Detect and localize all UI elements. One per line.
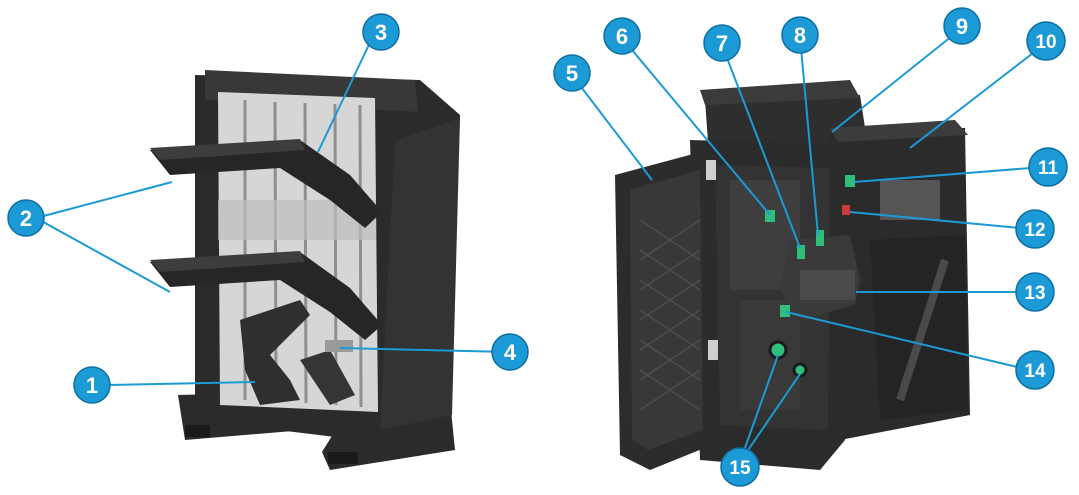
leader-lines <box>35 27 1047 463</box>
release-handle <box>325 340 353 352</box>
knob-green <box>792 362 808 378</box>
jam-cover-plate <box>800 270 855 300</box>
leader-9 <box>831 27 963 133</box>
support-strut <box>896 258 949 402</box>
callout-14: 14 <box>1015 350 1055 390</box>
callout-9-label: 9 <box>956 14 968 39</box>
jam-lever-green <box>816 230 824 246</box>
upper-module-top <box>700 80 860 105</box>
punch-lever-green <box>845 175 855 187</box>
leader-15a <box>739 354 779 463</box>
leader-8 <box>799 36 819 236</box>
callout-5-label: 5 <box>566 61 578 86</box>
right-module-vent <box>880 180 940 220</box>
punch-lever-red <box>842 205 850 215</box>
callout-11-label: 11 <box>1038 158 1059 179</box>
callout-3-label: 3 <box>375 20 387 45</box>
leader-2b <box>35 217 171 293</box>
callout-1: 1 <box>73 366 111 404</box>
callout-3: 3 <box>362 13 400 51</box>
callout-14-label: 14 <box>1024 361 1046 382</box>
jam-lever-green <box>797 245 805 259</box>
leader-11 <box>853 166 1044 183</box>
leader-7 <box>721 44 801 249</box>
callout-5: 5 <box>553 54 591 92</box>
bottom-tray-mechanism <box>240 300 310 405</box>
leader-2a <box>35 181 173 219</box>
leader-4 <box>339 347 511 353</box>
leader-10 <box>909 42 1047 149</box>
callout-4-label: 4 <box>504 340 517 365</box>
right-module-top <box>830 120 968 142</box>
leader-12 <box>849 211 1031 230</box>
upper-output-tray <box>150 140 382 228</box>
callout-15-label: 15 <box>729 458 751 479</box>
callouts: 1 2 3 4 5 6 7 8 <box>7 7 1068 487</box>
door-hinge <box>708 340 718 360</box>
lower-tray-lip <box>150 251 305 272</box>
leader-1 <box>107 381 256 386</box>
door-hinge <box>706 160 716 180</box>
leader-14 <box>785 311 1031 371</box>
callout-1-label: 1 <box>86 373 98 398</box>
callout-6-label: 6 <box>616 24 628 49</box>
side-panel <box>380 118 460 430</box>
callout-2: 2 <box>7 199 45 237</box>
foot-caster <box>185 425 210 437</box>
callout-15: 15 <box>720 447 760 487</box>
callout-2-label: 2 <box>20 206 32 231</box>
upper-tray-lip <box>150 139 305 160</box>
callout-7-label: 7 <box>716 31 728 56</box>
callout-6: 6 <box>603 17 641 55</box>
leader-15b <box>739 373 801 463</box>
callout-7: 7 <box>703 24 741 62</box>
callout-4: 4 <box>491 333 529 371</box>
callout-8: 8 <box>781 16 819 54</box>
callout-9: 9 <box>943 7 981 45</box>
callout-13-label: 13 <box>1024 283 1045 304</box>
leader-3 <box>317 31 376 153</box>
callout-12-label: 12 <box>1024 220 1045 241</box>
callout-13: 13 <box>1015 272 1055 312</box>
leader-6 <box>621 37 771 216</box>
door-honeycomb <box>639 219 701 411</box>
knob-green <box>768 340 788 360</box>
callout-8-label: 8 <box>794 23 806 48</box>
leader-5 <box>571 74 653 181</box>
callout-11: 11 <box>1028 147 1068 187</box>
finisher-front-view <box>150 70 460 470</box>
finisher-open-view <box>615 80 970 470</box>
lower-lever-green <box>780 305 790 317</box>
callout-12: 12 <box>1015 209 1055 249</box>
foot-caster <box>328 452 358 464</box>
callout-10-label: 10 <box>1035 32 1056 53</box>
right-module-lower <box>870 235 968 420</box>
callout-10: 10 <box>1026 21 1066 61</box>
bottom-exit-guide <box>300 350 355 405</box>
lower-output-tray <box>150 252 382 340</box>
stapler-lever-green <box>765 210 775 222</box>
